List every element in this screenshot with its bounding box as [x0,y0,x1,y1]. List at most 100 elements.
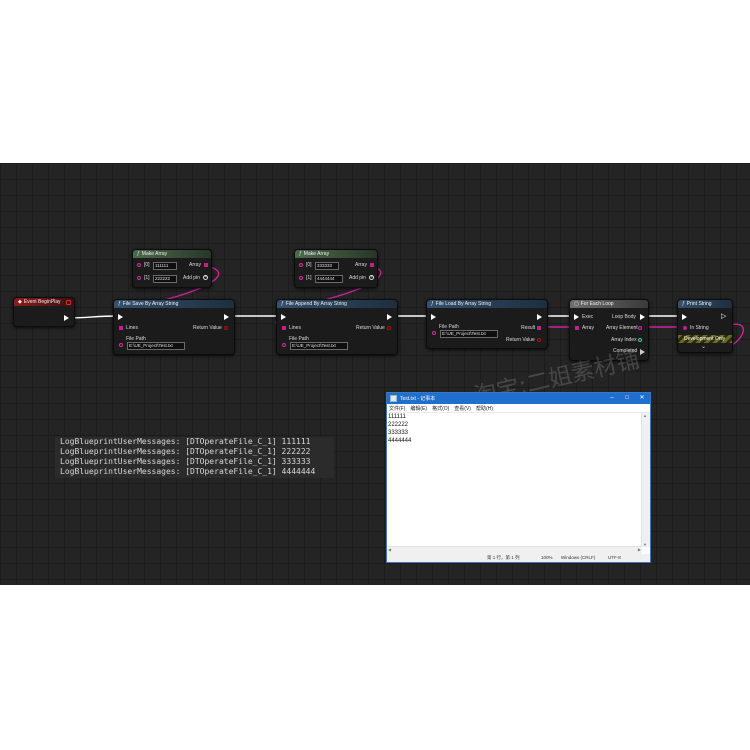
notepad-window[interactable]: Test.txt - 记事本 – □ ✕ 文件(F) 编辑(E) 格式(O) 查… [386,392,651,563]
item-1-index: [1] [144,275,150,281]
node-header: ƒ Make Array [133,250,211,258]
menu-format[interactable]: 格式(O) [432,405,450,412]
close-icon[interactable]: ✕ [639,395,645,401]
notepad-menubar: 文件(F) 编辑(E) 格式(O) 查看(V) 帮助(H) [387,404,650,413]
text-line: 111111 [388,414,406,420]
event-beginplay-node[interactable]: ◆ Event BeginPlay [13,297,75,327]
exec-out-pin[interactable] [64,315,69,321]
item-1-pin[interactable] [137,276,141,280]
return-value-pin[interactable] [387,326,391,330]
exec-in-pin[interactable] [574,314,579,320]
node-title: Event BeginPlay [23,299,61,305]
node-title: Make Array [141,251,168,257]
completed-pin[interactable] [640,349,645,355]
item-0-pin[interactable] [299,263,303,267]
exec-out-pin[interactable] [387,314,392,320]
status-position: 第 1 行，第 1 列 [487,555,520,560]
array-pin[interactable] [575,326,579,330]
lines-pin[interactable] [119,326,123,330]
exec-out-pin[interactable] [537,314,542,320]
scroll-left-icon[interactable]: ◀ [388,547,392,552]
notepad-titlebar[interactable]: Test.txt - 记事本 – □ ✕ [387,393,650,404]
status-zoom: 100% [541,555,553,560]
return-value-pin[interactable] [224,326,228,330]
make-array-node-1[interactable]: ƒ Make Array [0] 111111 Array [1] 222222… [132,249,212,288]
file-save-node[interactable]: ƒ File Save By Array String Lines Return… [113,299,235,355]
make-array-node-2[interactable]: ƒ Make Array [0] 333333 Array [1] 444444… [294,249,378,288]
scroll-down-icon[interactable]: ▼ [643,542,647,547]
add-pin-icon[interactable] [369,274,374,280]
item-0-value-field[interactable]: 333333 [315,262,339,270]
menu-help[interactable]: 帮助(H) [475,405,493,412]
function-icon: ƒ [137,251,140,257]
array-output-pin[interactable] [370,263,374,267]
minimize-icon[interactable]: – [610,395,614,401]
item-0-index: [0] [306,262,312,268]
in-string-label: In String [690,325,709,331]
node-title: Print String [686,301,712,307]
return-value-pin[interactable] [537,338,541,342]
file-path-field[interactable]: E:\UE_Project\Test.txt [127,342,185,350]
text-line: 4444444 [388,438,412,444]
menu-view[interactable]: 查看(V) [454,405,471,412]
exec-out-outline-icon: ▷ [721,313,727,320]
node-header: ƒ Print String [678,300,732,308]
node-title: File Load By Array String [435,301,492,307]
print-string-node[interactable]: ƒ Print String ▷ In String Development O… [677,299,733,353]
function-icon: ƒ [281,301,284,307]
lines-pin[interactable] [282,326,286,330]
item-0-index: [0] [144,262,150,268]
log-line: LogBlueprintUserMessages: [DTOperateFile… [60,447,311,456]
file-path-pin[interactable] [432,331,436,335]
exec-in-pin[interactable] [682,314,687,320]
file-append-node[interactable]: ƒ File Append By Array String Lines Retu… [276,299,398,355]
file-path-label: File Path [126,336,146,342]
delegate-pin[interactable] [66,300,71,305]
file-path-pin[interactable] [119,343,123,347]
item-1-pin[interactable] [299,276,303,280]
notepad-statusbar: 第 1 行，第 1 列 100% Windows (CRLF) UTF-8 [387,554,650,562]
file-path-label: File Path [289,336,309,342]
development-only-label: Development Only [684,336,726,342]
item-1-value-field[interactable]: 222222 [153,275,177,283]
vertical-scrollbar[interactable]: ▲ ▼ [641,413,650,547]
array-output-pin[interactable] [204,263,208,267]
for-each-loop-node[interactable]: ▢ For Each Loop Exec Loop Body Array Arr… [569,299,649,361]
exec-label: Exec [582,314,594,320]
maximize-icon[interactable]: □ [625,395,629,401]
add-pin-label: Add pin [349,275,366,281]
node-header: ƒ File Append By Array String [277,300,397,308]
array-index-pin[interactable] [638,338,642,342]
exec-in-pin[interactable] [118,314,123,320]
item-0-value-field[interactable]: 111111 [153,262,177,270]
loop-body-label: Loop Body [612,314,636,320]
array-element-pin[interactable] [638,326,642,330]
item-1-value-field[interactable]: 4444444 [315,275,343,283]
expand-chevron-icon[interactable]: ⌄ [701,344,707,350]
scroll-up-icon[interactable]: ▲ [643,413,647,418]
exec-in-pin[interactable] [281,314,286,320]
scroll-right-icon[interactable]: ▶ [637,547,641,552]
exec-out-pin[interactable] [224,314,229,320]
in-string-pin[interactable] [683,326,687,330]
function-icon: ƒ [431,301,434,307]
development-only-banner: Development Only [678,335,732,343]
blueprint-graph-canvas[interactable]: ◆ Event BeginPlay ƒ Make Array [0] 11111… [0,163,750,585]
item-0-pin[interactable] [137,263,141,267]
exec-in-pin[interactable] [431,314,436,320]
node-header: ▢ For Each Loop [570,300,648,308]
file-path-pin[interactable] [282,343,286,347]
loop-body-pin[interactable] [640,314,645,320]
menu-file[interactable]: 文件(F) [389,405,406,412]
file-path-field[interactable]: E:\UE_Project\Test.txt [440,330,498,338]
file-path-field[interactable]: E:\UE_Project\Test.txt [290,342,348,350]
node-header: ƒ Make Array [295,250,377,258]
add-pin-icon[interactable] [203,274,208,280]
menu-edit[interactable]: 编辑(E) [410,405,428,412]
horizontal-scrollbar[interactable]: ◀ ▶ [387,546,642,554]
node-header: ◆ Event BeginPlay [14,298,74,306]
file-load-node[interactable]: ƒ File Load By Array String File Path Re… [426,299,548,349]
notepad-text-area[interactable]: 111111 222222 333333 4444444 [387,413,642,547]
node-header: ƒ File Load By Array String [427,300,547,308]
result-pin[interactable] [537,326,541,330]
